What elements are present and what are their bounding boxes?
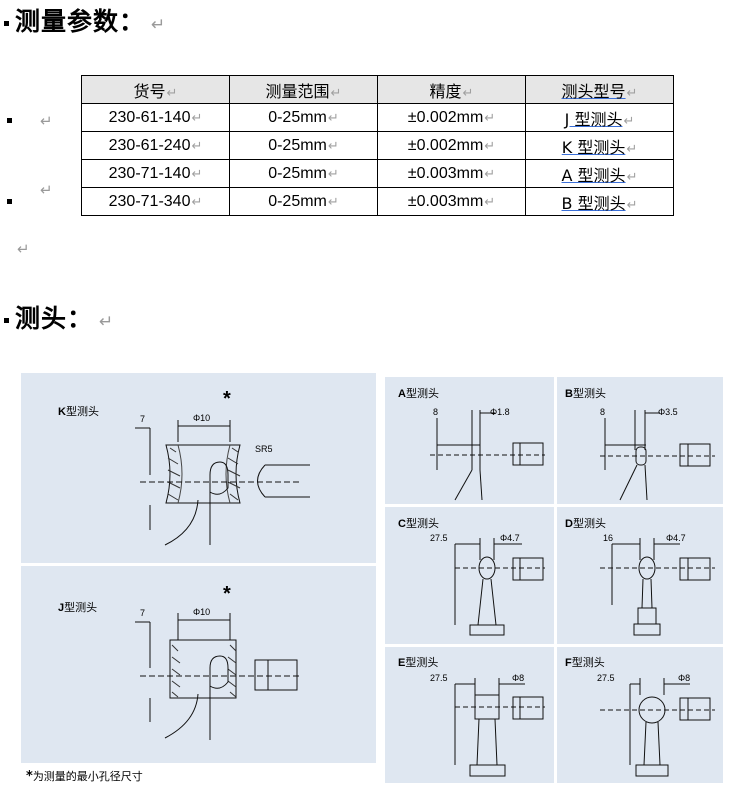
probe-label-c: C型测头 [398,517,439,530]
probe-label-j: J型测头 [58,601,98,614]
table-row: 230-71-140↵ 0-25mm↵ ±0.003mm↵ A 型测头↵ [81,159,674,188]
d-probe-drawing [600,538,715,636]
probe-label-b: B型测头 [565,387,606,400]
dim-label: Φ10 [193,413,211,423]
dim-label: Φ8 [512,673,525,683]
section-title-params: 测量参数：↵ [4,2,166,38]
table-cell: 0-25mm↵ [229,187,378,216]
return-mark: ↵ [17,241,30,258]
probe-label-f: F型测头 [565,656,605,669]
dim-label: 8 [600,407,606,417]
dim-label: 27.5 [597,673,615,683]
probe-panel-a [385,377,554,504]
header-cell: 测量范围↵ [229,75,378,104]
header-cell: 测头型号↵ [525,75,674,104]
dim-label: Φ10 [193,607,211,617]
dim-label: 7 [140,608,146,618]
header-cell: 货号↵ [81,75,230,104]
table-row: 230-61-240↵ 0-25mm↵ ±0.002mm↵ K 型测头↵ [81,131,674,160]
section-title-probes: 测头：↵ [4,299,114,335]
bullet-icon [7,199,12,204]
table-header-row: 货号↵ 测量范围↵ 精度↵ 测头型号↵ [81,75,674,104]
dim-label: 16 [603,533,614,543]
return-mark: ↵ [99,312,115,332]
probe-panel-d [557,507,723,644]
table-cell: 0-25mm↵ [229,131,378,160]
dim-label: Φ1.8 [490,407,510,417]
bullet-icon [4,317,9,323]
table-cell: 230-71-140↵ [81,159,230,188]
bullet-icon [4,20,9,26]
table-cell: ±0.002mm↵ [377,103,526,132]
a-probe-drawing [430,410,545,501]
star-mark: * [26,769,33,784]
table-cell: K 型测头↵ [525,131,674,160]
table-row: 230-71-340↵ 0-25mm↵ ±0.003mm↵ B 型测头↵ [81,187,674,216]
return-mark: ↵ [40,113,53,130]
k-probe-drawing [135,420,310,546]
probe-label-d: D型测头 [565,517,606,530]
probe-label-e: E型测头 [398,656,439,669]
dim-label: Φ4.7 [666,533,686,543]
params-table: 货号↵ 测量范围↵ 精度↵ 测头型号↵ 230-61-140↵ 0-25mm↵ … [81,75,674,216]
table-cell: 0-25mm↵ [229,159,378,188]
dim-label: Φ4.7 [500,533,520,543]
probe-panel-b [557,377,723,504]
probe-panel-k [21,373,376,563]
probe-panel-j [21,566,376,763]
footnote: *为测量的最小孔径尺寸 [26,769,143,784]
table-cell: 230-61-240↵ [81,131,230,160]
b-probe-drawing [600,410,715,501]
e-probe-drawing [454,678,545,777]
header-cell: 精度↵ [377,75,526,104]
return-mark: ↵ [40,182,53,199]
table-cell: A 型测头↵ [525,159,674,188]
table-cell: 0-25mm↵ [229,103,378,132]
bullet-icon [7,118,12,123]
star-mark: * [223,388,231,410]
j-probe-drawing [135,613,300,740]
dim-label: 8 [433,407,439,417]
dim-label: SR5 [255,444,273,454]
probe-panel-c [385,507,554,644]
dim-label: Φ3.5 [658,407,678,417]
dim-label: Φ8 [678,673,691,683]
table-cell: J 型测头↵ [525,103,674,132]
dim-label: 7 [140,414,146,424]
table-row: 230-61-140↵ 0-25mm↵ ±0.002mm↵ J 型测头↵ [81,103,674,132]
dim-label: 27.5 [430,673,448,683]
table-cell: B 型测头↵ [525,187,674,216]
table-cell: 230-71-340↵ [81,187,230,216]
probe-label-k: K型测头 [58,405,99,418]
table-cell: 230-61-140↵ [81,103,230,132]
return-mark: ↵ [151,15,167,35]
table-cell: ±0.002mm↵ [377,131,526,160]
dim-label: 27.5 [430,533,448,543]
probe-panel-e [385,647,554,783]
probe-label-a: A型测头 [398,387,439,400]
table-cell: ±0.003mm↵ [377,187,526,216]
c-probe-drawing [454,538,545,636]
star-mark: * [223,583,231,605]
f-probe-drawing [600,678,715,777]
